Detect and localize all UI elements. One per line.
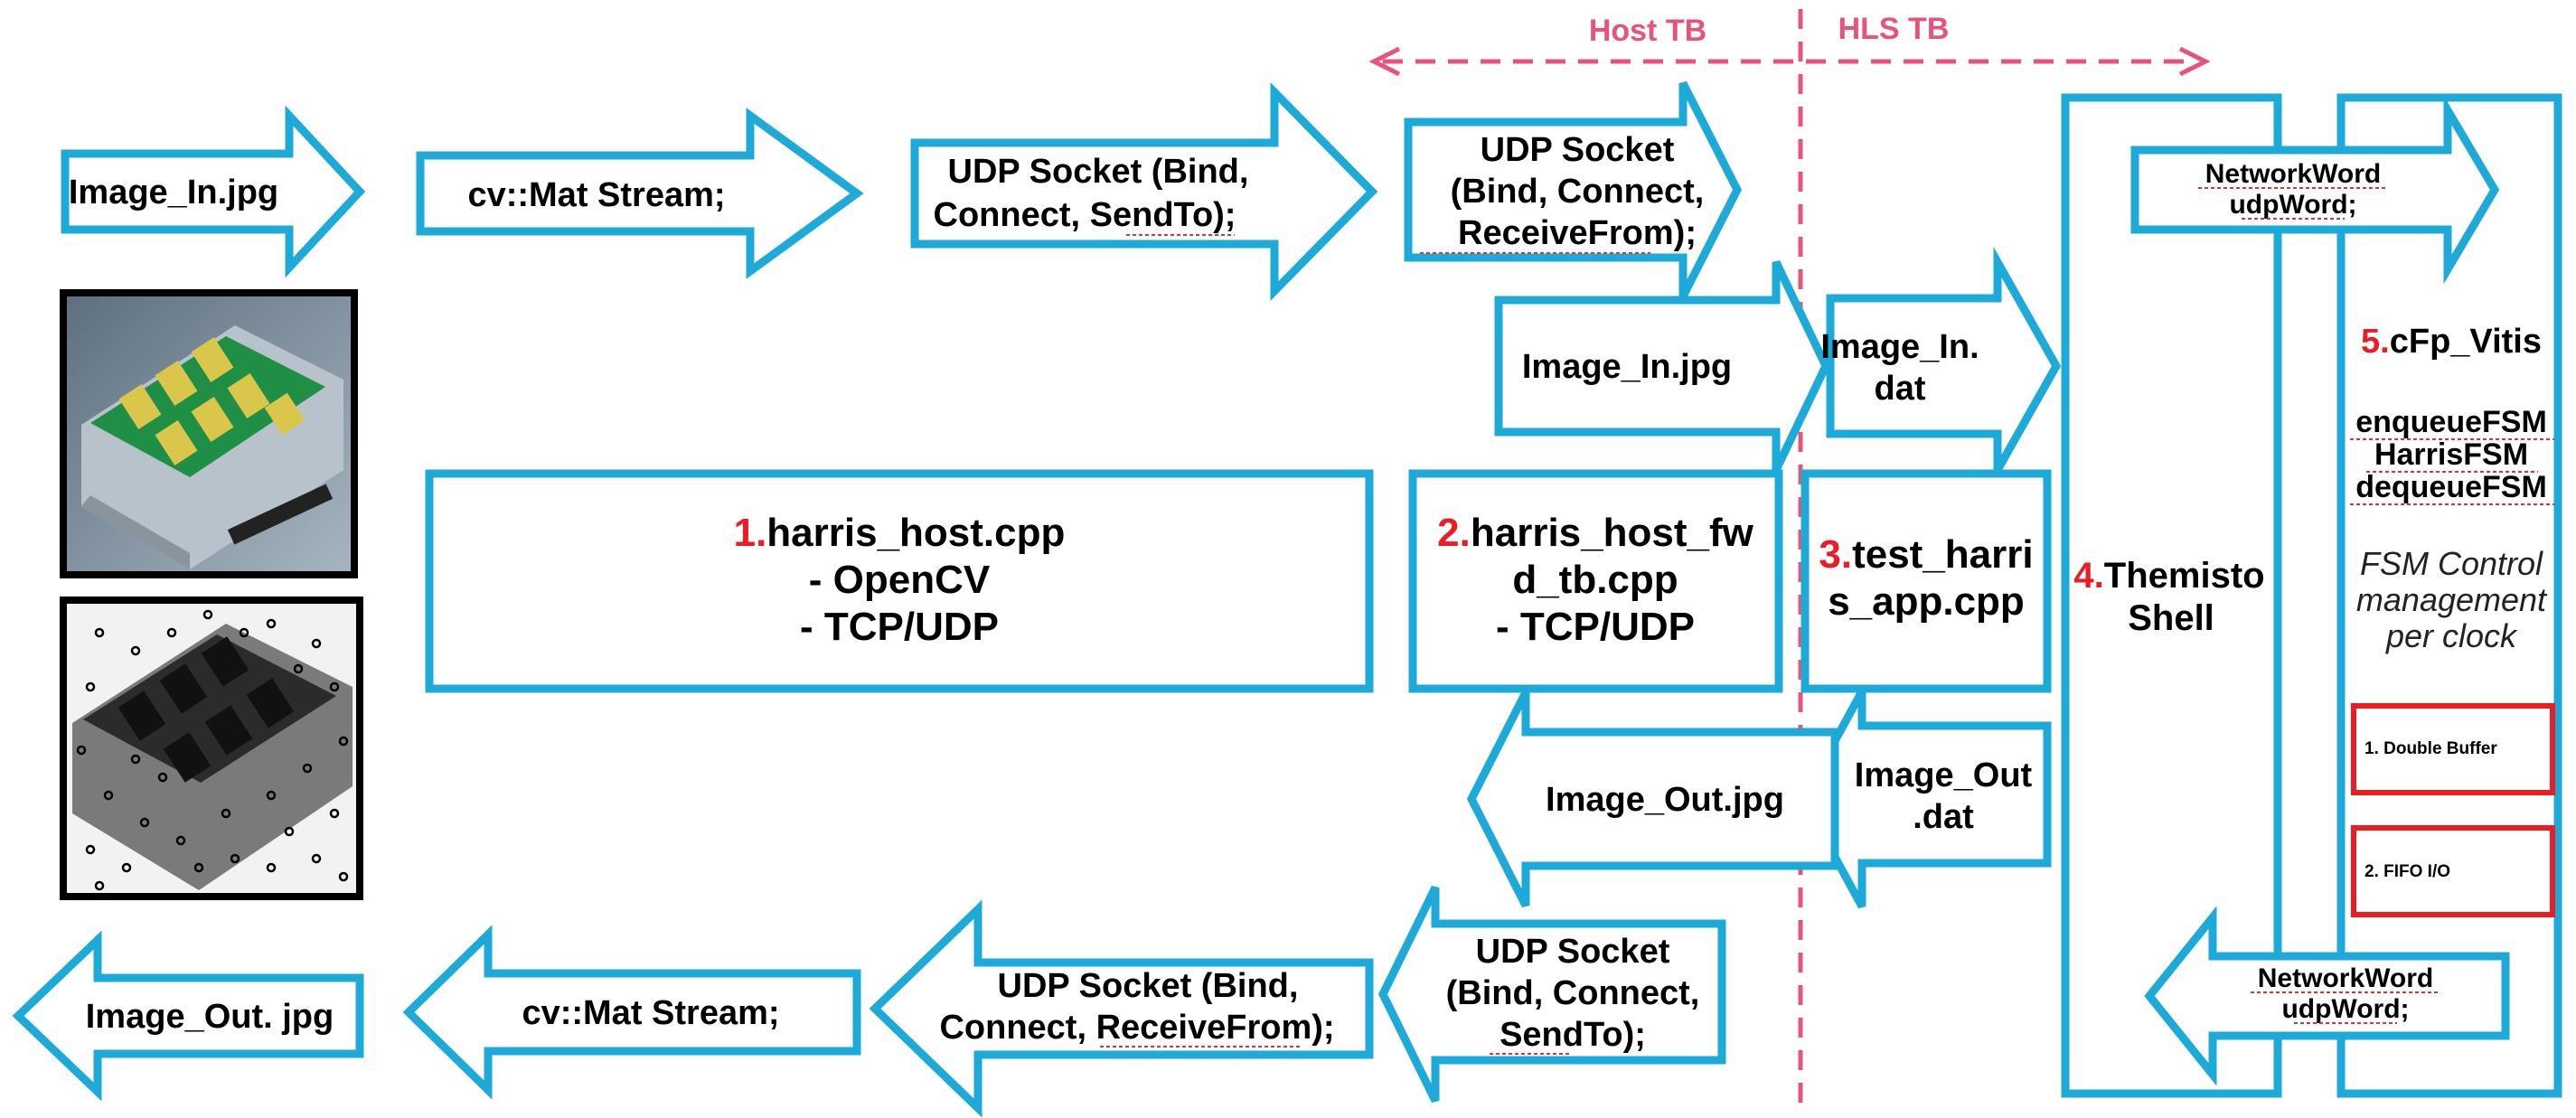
udp-receive-line3: ReceiveFrom); (1458, 214, 1697, 252)
themisto-shell-box: 4.Themisto Shell (2061, 93, 2282, 1098)
svg-text:4.Themisto: 4.Themisto (2073, 556, 2264, 596)
bottom-udp-send-line2: (Bind, Connect, (1446, 974, 1700, 1012)
udp-send-line2: Connect, SendTo); (934, 196, 1236, 234)
network-in-line1: NetworkWord (2205, 159, 2381, 189)
hls-image-in-line1: Image_In. (1820, 328, 1979, 366)
module-2-line2: d_tb.cpp (1512, 558, 1678, 602)
fsm-note-line3: per clock (2385, 617, 2518, 654)
network-out-line2: udpWord; (2281, 994, 2409, 1024)
tb-divider (1368, 9, 2211, 1107)
hls-tb-label: HLS TB (1838, 12, 1950, 46)
udp-send-line1: UDP Socket (Bind, (948, 153, 1249, 191)
module-2-number: 2. (1437, 511, 1471, 555)
bottom-udp-send-line3: SendTo); (1500, 1016, 1646, 1054)
module-1-line3: - TCP/UDP (800, 605, 999, 649)
udp-send-arrow: UDP Socket (Bind, Connect, SendTo); (910, 81, 1378, 302)
svg-text:3.test_harri: 3.test_harri (1819, 532, 2033, 577)
udp-receive-line2: (Bind, Connect, (1451, 173, 1705, 211)
module-5-number: 5. (2361, 323, 2390, 361)
host-image-in-arrow: Image_In.jpg (1494, 260, 1830, 472)
module-2-box: 2.harris_host_fw d_tb.cpp - TCP/UDP (1408, 469, 1783, 693)
bottom-udp-send-line1: UDP Socket (1476, 933, 1670, 971)
image-out-arrow: Image_Out. jpg (12, 930, 364, 1102)
image-out-label: Image_Out. jpg (86, 998, 334, 1036)
module-3-box: 3.test_harri s_app.cpp (1800, 469, 2052, 693)
hls-image-out-line2: .dat (1913, 798, 1974, 836)
double-buffer-box (2351, 703, 2555, 795)
hls-image-in-line2: dat (1875, 370, 1926, 408)
module-4-line2: Shell (2128, 598, 2214, 638)
image-in-arrow: Image_In.jpg (61, 105, 366, 278)
double-buffer-label: 1. Double Buffer (2364, 739, 2497, 758)
fifo-io-label: 2. FIFO I/O (2364, 862, 2450, 881)
network-word-in-arrow: NetworkWord udpWord; (2130, 95, 2500, 285)
module-3-number: 3. (1819, 532, 1852, 577)
module-3-name: test_harri (1852, 532, 2034, 577)
module-1-number: 1. (734, 511, 767, 555)
module-2-line3: - TCP/UDP (1496, 605, 1695, 649)
module-4-number: 4. (2073, 556, 2103, 596)
bottom-udp-send-arrow: UDP Socket (Bind, Connect, SendTo); (1377, 886, 1726, 1103)
host-image-out-label: Image_Out.jpg (1546, 781, 1784, 819)
network-in-line2: udpWord; (2229, 190, 2356, 220)
module-2-name: harris_host_fw (1471, 511, 1754, 555)
cfp-vitis-box: 5.cFp_Vitis enqueueFSM HarrisFSM dequeue… (2336, 93, 2562, 1098)
bottom-udp-receive-line1: UDP Socket (Bind, (998, 967, 1299, 1005)
network-word-out-arrow: NetworkWord udpWord; (2144, 906, 2510, 1086)
output-corners-photo (60, 597, 363, 900)
hls-image-in-arrow: Image_In. dat (1820, 246, 2062, 486)
module-4-name: Themisto (2104, 556, 2265, 596)
hls-image-out-arrow: Image_Out .dat (1798, 689, 2052, 909)
svg-text:5.cFp_Vitis: 5.cFp_Vitis (2361, 323, 2542, 361)
bottom-udp-receive-line2: Connect, ReceiveFrom); (939, 1009, 1334, 1047)
input-board-photo (60, 289, 358, 578)
module-5-title: cFp_Vitis (2390, 323, 2542, 361)
module-3-line2: s_app.cpp (1828, 579, 2025, 624)
udp-receive-line1: UDP Socket (1481, 131, 1675, 169)
hls-image-out-line1: Image_Out (1855, 756, 2033, 794)
bottom-udp-receive-arrow: UDP Socket (Bind, Connect, ReceiveFrom); (869, 899, 1374, 1118)
mat-stream-in-arrow: cv::Mat Stream; (416, 108, 864, 279)
network-out-line1: NetworkWord (2258, 963, 2433, 993)
fifo-io-box (2351, 825, 2555, 917)
svg-text:2.harris_host_fw: 2.harris_host_fw (1437, 511, 1753, 555)
svg-text:1.harris_host.cpp: 1.harris_host.cpp (734, 511, 1066, 555)
module-1-name: harris_host.cpp (766, 511, 1065, 555)
fsm-note-line2: management (2356, 581, 2548, 618)
udp-receive-arrow: UDP Socket (Bind, Connect, ReceiveFrom); (1404, 80, 1743, 299)
module-1-box: 1.harris_host.cpp - OpenCV - TCP/UDP (425, 469, 1374, 693)
host-image-in-label: Image_In.jpg (1522, 348, 1732, 386)
bottom-mat-stream-arrow: cv::Mat Stream; (402, 925, 861, 1100)
host-image-out-arrow: Image_Out.jpg (1466, 690, 1839, 908)
module-1-line2: - OpenCV (809, 558, 991, 602)
fsm-dequeue: dequeueFSM (2355, 470, 2547, 504)
image-in-label: Image_In.jpg (69, 174, 278, 211)
fsm-harris: HarrisFSM (2374, 437, 2528, 472)
host-tb-label: Host TB (1589, 14, 1706, 48)
mat-stream-in-label: cv::Mat Stream; (467, 176, 725, 214)
bottom-mat-stream-label: cv::Mat Stream; (522, 994, 779, 1032)
fsm-note-line1: FSM Control (2360, 545, 2543, 582)
fsm-enqueue: enqueueFSM (2355, 405, 2547, 439)
